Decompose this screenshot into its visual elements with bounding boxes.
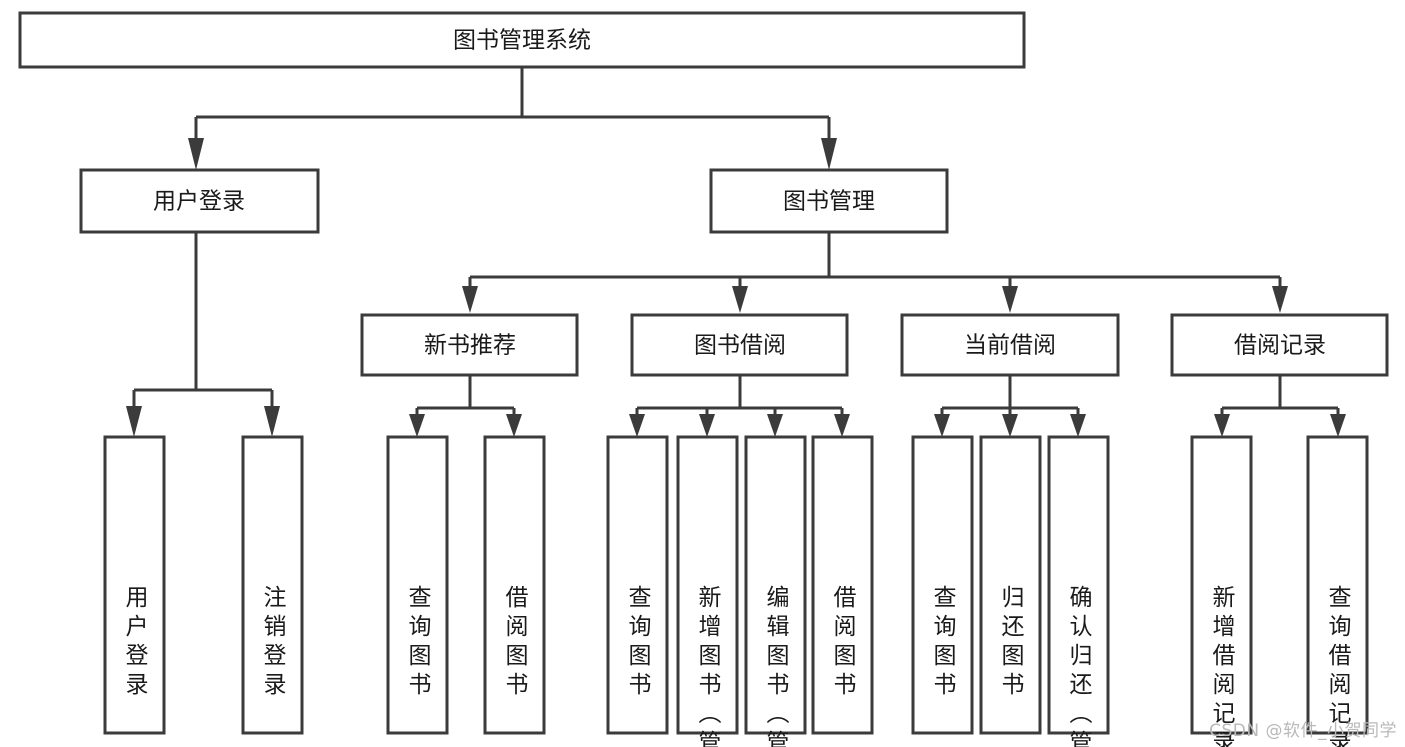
- arrowhead-leaf-12: [1214, 414, 1230, 437]
- arrowhead-leaf-4: [506, 414, 522, 437]
- connector-layer: [126, 67, 1346, 437]
- node-book-manage[interactable]: 图书管理: [709, 168, 949, 234]
- node-leaf-5[interactable]: 查询图书: [606, 435, 669, 735]
- node-leaf-6[interactable]: 新增图书（管理员）: [676, 435, 739, 747]
- node-book-borrow[interactable]: 图书借阅: [630, 313, 849, 377]
- node-leaf-2-label: 注销登录: [259, 585, 287, 701]
- node-new-book-rec-label: 新书推荐: [424, 333, 516, 359]
- node-leaf-13-box[interactable]: [1306, 435, 1369, 735]
- arrowhead-book-manage: [821, 138, 837, 170]
- node-current-borrow-box[interactable]: [900, 313, 1120, 377]
- node-leaf-8[interactable]: 借阅图书: [811, 435, 874, 735]
- arrowhead-leaf-11: [1070, 414, 1086, 437]
- node-borrow-record-box[interactable]: [1170, 313, 1389, 377]
- arrowhead-leaf-13: [1330, 414, 1346, 437]
- node-book-borrow-box[interactable]: [630, 313, 849, 377]
- node-leaf-11[interactable]: 确认归还（管理员）: [1047, 435, 1110, 747]
- node-leaf-8-label: 借阅图书: [829, 585, 857, 701]
- arrowhead-book-borrow: [732, 286, 748, 313]
- node-leaf-9-label: 查询图书: [929, 585, 957, 701]
- node-leaf-1-label: 用户登录: [121, 585, 149, 701]
- node-borrow-record-label: 借阅记录: [1234, 333, 1326, 359]
- node-leaf-12-label: 新增借阅记录: [1208, 585, 1236, 747]
- node-leaf-2[interactable]: 注销登录: [241, 435, 304, 735]
- arrowhead-leaf-9: [934, 414, 950, 437]
- arrowhead-leaf-1: [126, 406, 142, 437]
- node-leaf-5-label: 查询图书: [624, 585, 652, 701]
- node-leaf-12[interactable]: 新增借阅记录: [1190, 435, 1253, 747]
- node-new-book-rec[interactable]: 新书推荐: [360, 313, 579, 377]
- node-root-box[interactable]: [18, 11, 1026, 69]
- node-borrow-record[interactable]: 借阅记录: [1170, 313, 1389, 377]
- node-leaf-12-box[interactable]: [1190, 435, 1253, 735]
- arrowhead-leaf-3: [409, 414, 425, 437]
- node-leaf-5-box[interactable]: [606, 435, 669, 735]
- node-leaf-10-box[interactable]: [979, 435, 1042, 735]
- node-leaf-1[interactable]: 用户登录: [103, 435, 166, 735]
- node-leaf-7[interactable]: 编辑图书（管理员）: [744, 435, 807, 747]
- node-leaf-13-label: 查询借阅记录: [1324, 585, 1352, 747]
- node-book-borrow-label: 图书借阅: [694, 333, 786, 359]
- arrowhead-leaf-2: [264, 406, 280, 437]
- node-leaf-11-label: 确认归还（管理员）: [1065, 585, 1093, 747]
- node-leaf-1-box[interactable]: [103, 435, 166, 735]
- arrowhead-leaf-7: [767, 414, 783, 437]
- node-leaf-3-box[interactable]: [386, 435, 449, 735]
- node-leaf-11-box[interactable]: [1047, 435, 1110, 735]
- node-leaf-6-label: 新增图书（管理员）: [694, 585, 722, 747]
- arrowhead-current-borrow: [1002, 286, 1018, 313]
- node-leaf-9[interactable]: 查询图书: [911, 435, 974, 735]
- node-book-manage-box[interactable]: [709, 168, 949, 234]
- node-leaf-10[interactable]: 归还图书: [979, 435, 1042, 735]
- node-root[interactable]: 图书管理系统: [18, 11, 1026, 69]
- node-current-borrow[interactable]: 当前借阅: [900, 313, 1120, 377]
- node-leaf-7-box[interactable]: [744, 435, 807, 735]
- node-new-book-rec-box[interactable]: [360, 313, 579, 377]
- node-current-borrow-label: 当前借阅: [964, 333, 1056, 359]
- arrowhead-borrow-record: [1272, 286, 1288, 313]
- node-leaf-4-box[interactable]: [483, 435, 546, 735]
- node-leaf-8-box[interactable]: [811, 435, 874, 735]
- arrowhead-user-login: [188, 138, 204, 170]
- arrowhead-leaf-8: [834, 414, 850, 437]
- arrowhead-leaf-6: [699, 414, 715, 437]
- node-user-login[interactable]: 用户登录: [79, 168, 320, 234]
- node-leaf-7-label: 编辑图书（管理员）: [762, 585, 790, 747]
- node-root-label: 图书管理系统: [453, 28, 591, 54]
- node-leaf-9-box[interactable]: [911, 435, 974, 735]
- node-leaf-10-label: 归还图书: [997, 585, 1025, 701]
- node-user-login-box[interactable]: [79, 168, 320, 234]
- node-leaf-4[interactable]: 借阅图书: [483, 435, 546, 735]
- node-leaf-2-box[interactable]: [241, 435, 304, 735]
- node-leaf-3-label: 查询图书: [404, 585, 432, 701]
- node-leaf-13[interactable]: 查询借阅记录: [1306, 435, 1369, 747]
- node-user-login-label: 用户登录: [153, 189, 245, 215]
- arrowhead-leaf-10: [1002, 414, 1018, 437]
- arrowhead-new-book-rec: [462, 286, 478, 313]
- node-leaf-3[interactable]: 查询图书: [386, 435, 449, 735]
- node-leaf-4-label: 借阅图书: [501, 585, 529, 701]
- arrowhead-leaf-5: [629, 414, 645, 437]
- node-leaf-6-box[interactable]: [676, 435, 739, 735]
- node-book-manage-label: 图书管理: [783, 189, 875, 215]
